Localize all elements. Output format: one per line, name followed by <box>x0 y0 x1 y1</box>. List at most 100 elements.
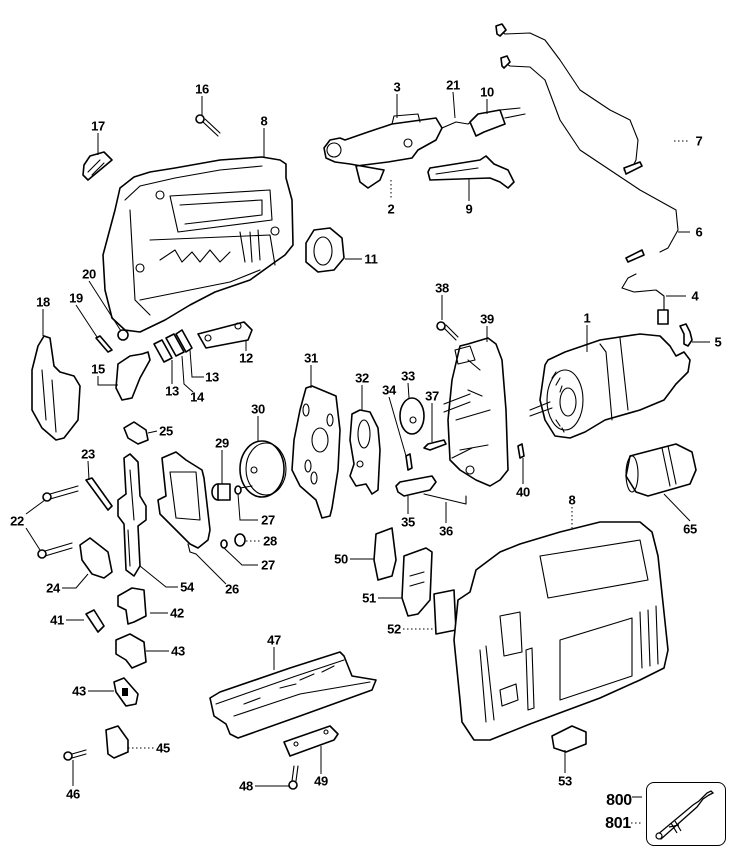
housing-half-right <box>453 521 669 741</box>
motor-1 <box>529 333 691 439</box>
part-label-14: 14 <box>190 389 204 405</box>
part-43-a <box>115 633 147 669</box>
switch-assembly <box>323 107 526 189</box>
frame-26 <box>157 451 211 555</box>
part-label-36: 36 <box>439 523 453 539</box>
part-label-13: 13 <box>165 383 179 399</box>
hex-key-36 <box>423 493 467 505</box>
part-label-4: 4 <box>691 288 699 304</box>
part-label-34: 34 <box>382 382 396 398</box>
wire-7 <box>497 29 639 171</box>
pin-34 <box>405 453 413 471</box>
part-label-30: 30 <box>251 401 265 417</box>
part-20 <box>117 329 129 341</box>
nut-28 <box>234 533 246 547</box>
part-label-43: 43 <box>72 683 86 699</box>
gasket-52 <box>433 589 457 635</box>
plate-12 <box>197 321 253 349</box>
part-label-9: 9 <box>465 201 473 217</box>
part-label-12: 12 <box>239 350 253 366</box>
part-50 <box>373 527 397 581</box>
part-label-21: 21 <box>446 77 460 93</box>
part-label-18: 18 <box>36 294 50 310</box>
pin-19 <box>95 335 113 353</box>
housing-half-left <box>102 156 294 333</box>
part-42 <box>117 587 147 625</box>
part-label-43: 43 <box>171 643 185 659</box>
grommet-11 <box>305 227 345 273</box>
part-40 <box>517 443 525 459</box>
part-label-22: 22 <box>10 513 24 529</box>
part-label-24: 24 <box>46 580 60 596</box>
part-label-45: 45 <box>156 740 170 756</box>
service-kit-box <box>646 782 726 846</box>
slider-9 <box>427 155 515 189</box>
lever-15 <box>115 351 151 401</box>
guard-18 <box>31 335 81 441</box>
screw-37 <box>423 439 447 451</box>
part-label-27: 27 <box>261 512 275 528</box>
part-label-6: 6 <box>695 224 703 240</box>
part-label-33: 33 <box>401 368 415 384</box>
part-label-8: 8 <box>568 492 576 508</box>
part-label-35: 35 <box>401 514 415 530</box>
screw-48 <box>288 765 299 790</box>
part-label-49: 49 <box>314 773 328 789</box>
gear-30 <box>239 440 287 498</box>
sleeve-65 <box>625 443 697 497</box>
part-label-41: 41 <box>50 612 64 628</box>
brush-wire-4 <box>621 273 669 325</box>
part-label-42: 42 <box>170 605 184 621</box>
part-label-1: 1 <box>583 310 591 326</box>
part-label-48: 48 <box>239 778 253 794</box>
part-label-13: 13 <box>205 369 219 385</box>
part-label-8: 8 <box>260 113 268 129</box>
part-label-2: 2 <box>387 201 395 217</box>
part-label-51: 51 <box>362 590 376 606</box>
part-label-801: 801 <box>605 815 631 832</box>
part-label-40: 40 <box>516 484 530 500</box>
part-label-16: 16 <box>195 81 209 97</box>
part-label-27: 27 <box>261 557 275 573</box>
part-label-50: 50 <box>334 551 348 567</box>
screw-16 <box>195 114 221 137</box>
part-label-800: 800 <box>606 792 632 809</box>
washer-27-b <box>220 539 228 549</box>
part-label-17: 17 <box>91 118 105 134</box>
part-24 <box>79 537 113 579</box>
part-17 <box>82 151 113 181</box>
part-label-38: 38 <box>435 280 449 296</box>
part-label-54: 54 <box>180 579 194 595</box>
service-tool-kit-icon <box>655 790 715 840</box>
part-label-28: 28 <box>263 533 277 549</box>
plate-49 <box>283 725 339 757</box>
part-25 <box>123 421 149 445</box>
part-label-7: 7 <box>695 133 703 149</box>
shaft-35 <box>395 475 437 497</box>
clip-5 <box>679 323 693 347</box>
part-label-23: 23 <box>81 446 95 462</box>
part-label-52: 52 <box>387 621 401 637</box>
link-23 <box>85 477 113 511</box>
plate-31 <box>291 385 341 519</box>
leader-lines <box>25 91 710 824</box>
part-label-19: 19 <box>69 290 83 306</box>
base-shoe-47 <box>209 651 377 739</box>
part-label-10: 10 <box>480 84 494 100</box>
pinion-29 <box>211 483 231 501</box>
part-45 <box>105 725 129 759</box>
foot-53 <box>551 725 587 753</box>
part-label-31: 31 <box>304 350 318 366</box>
part-label-39: 39 <box>480 311 494 327</box>
cover-51 <box>401 547 433 617</box>
part-label-65: 65 <box>683 521 697 537</box>
wire-6 <box>502 61 679 253</box>
part-label-32: 32 <box>355 370 369 386</box>
part-label-11: 11 <box>364 251 378 267</box>
part-label-3: 3 <box>393 79 401 95</box>
screws-22 <box>37 485 79 559</box>
part-41 <box>85 609 105 633</box>
part-label-25: 25 <box>159 423 173 439</box>
part-label-26: 26 <box>225 581 239 597</box>
